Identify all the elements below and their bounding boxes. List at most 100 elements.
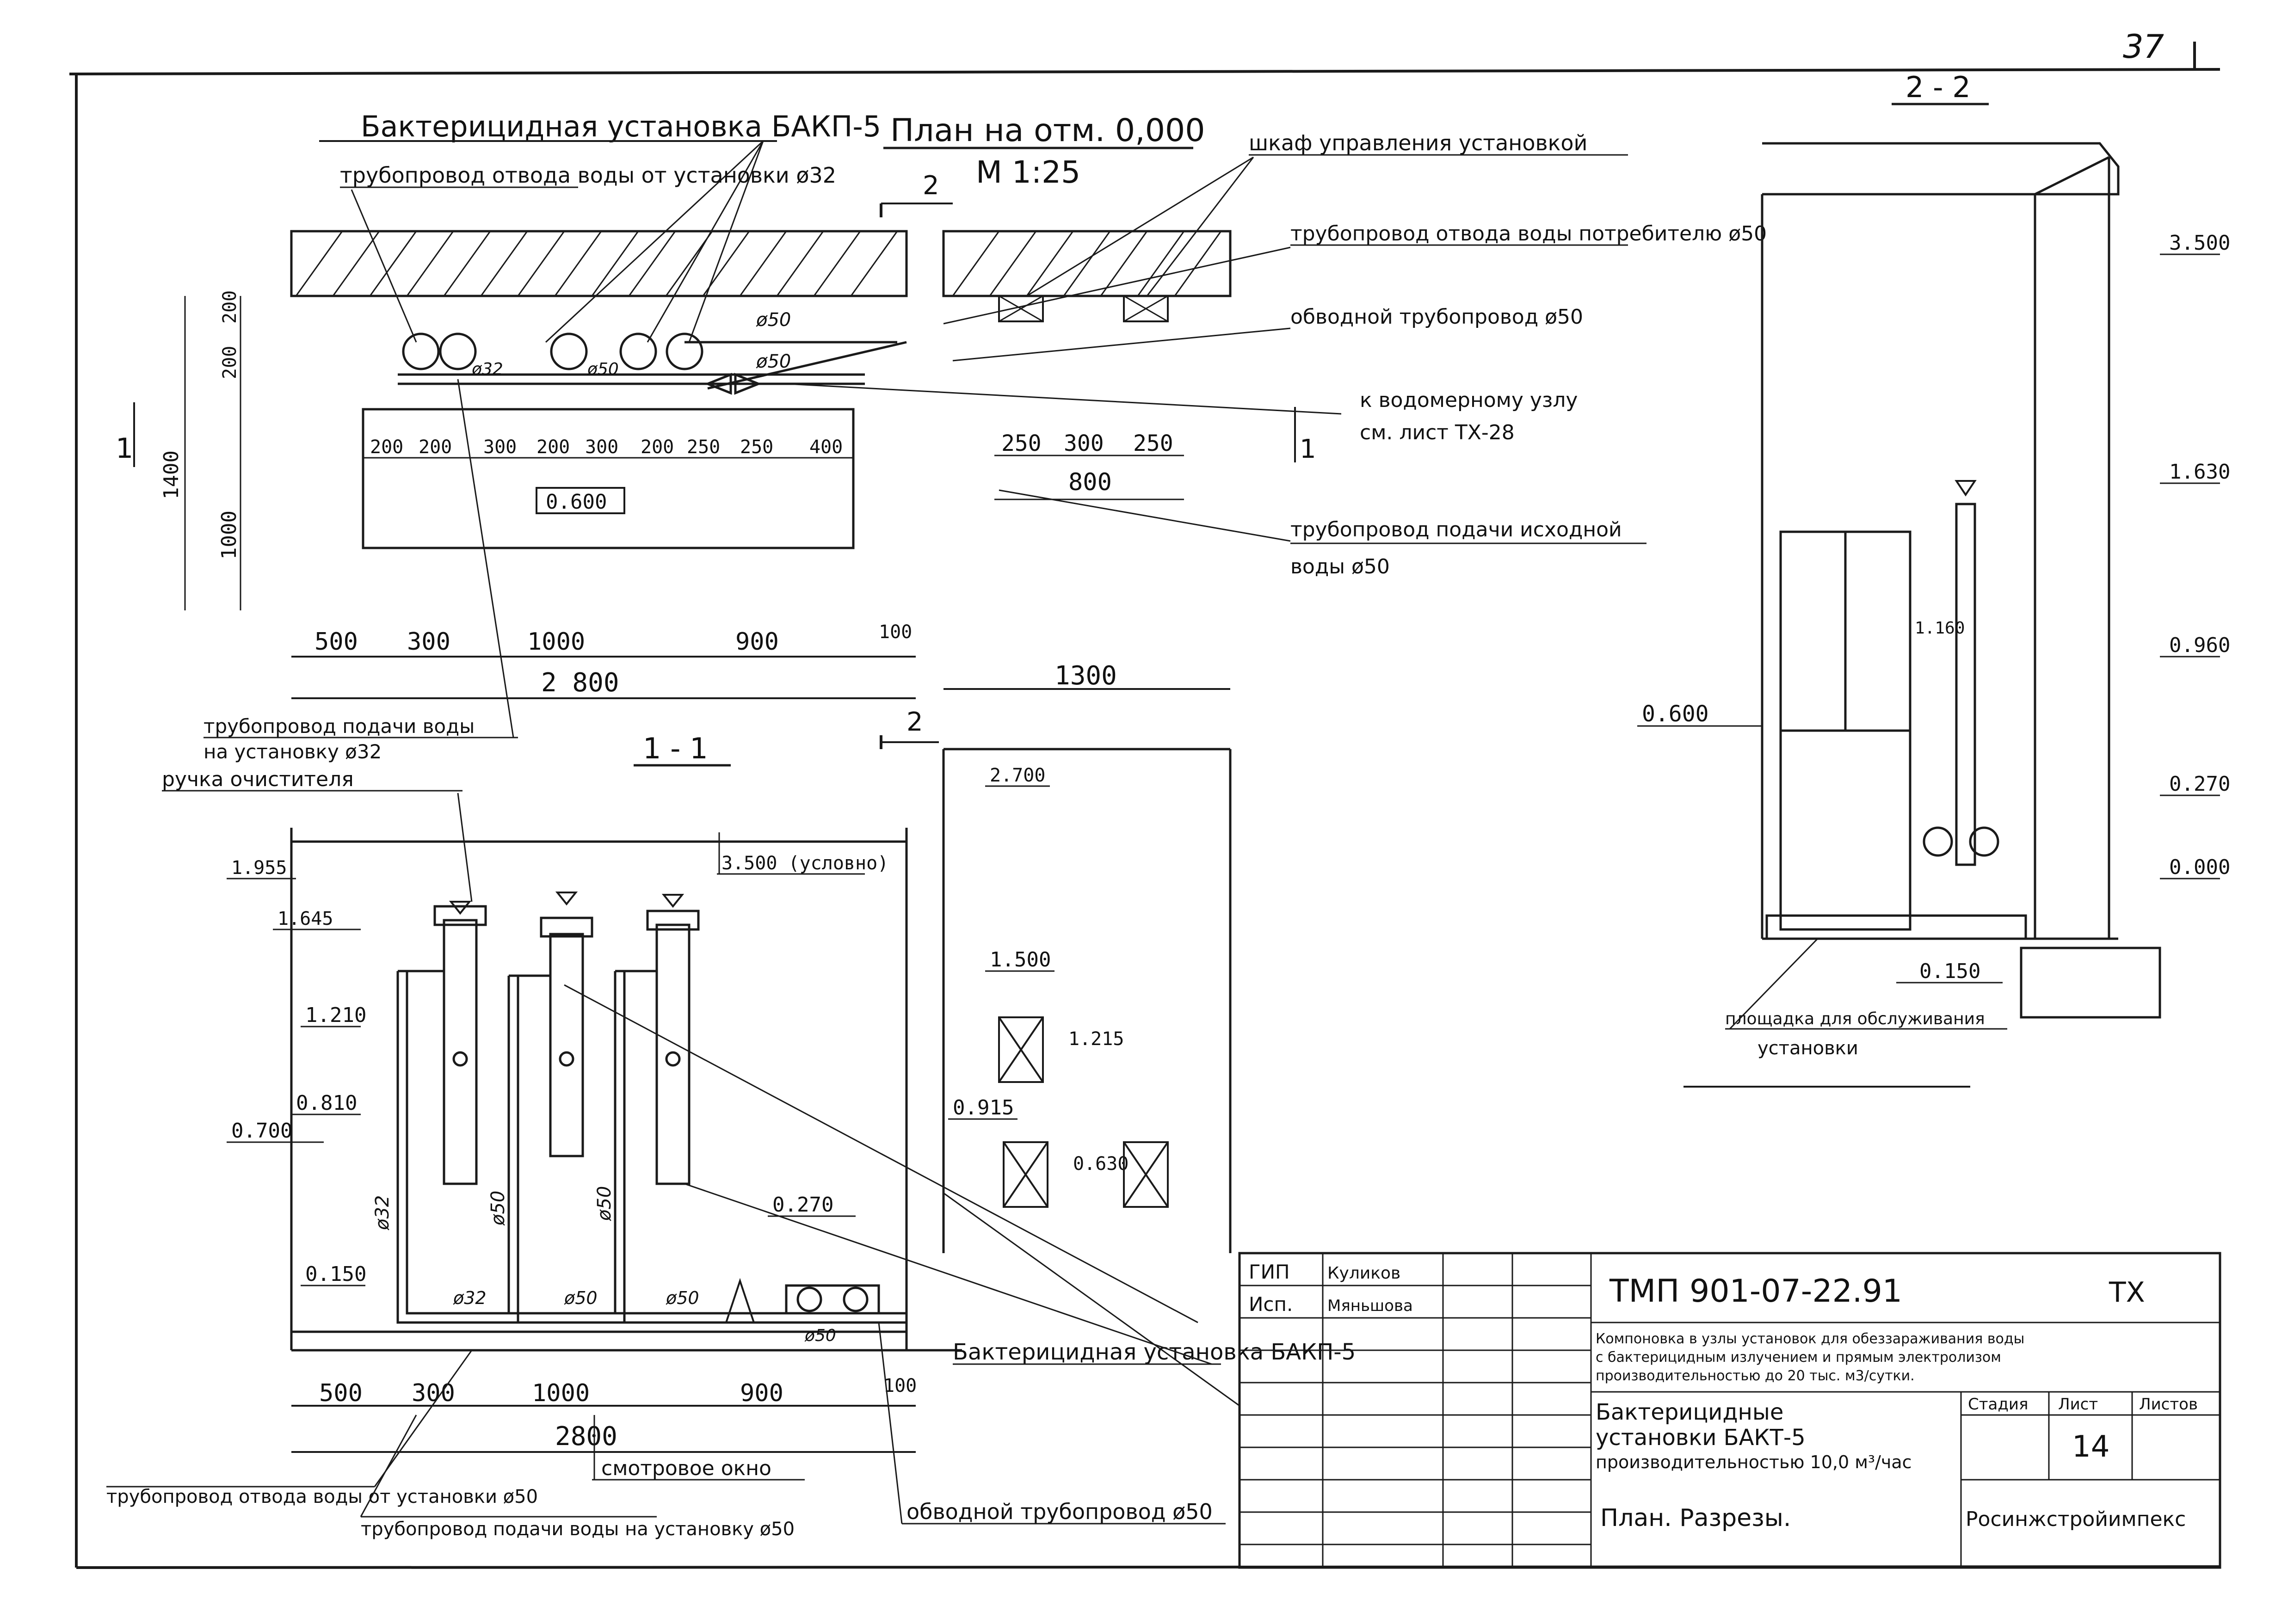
plan-pipe-label: ø50: [587, 360, 619, 379]
cleaner-handle-icon: [1955, 480, 1977, 497]
section-1-1-callout-handle: ручка очистителя: [162, 768, 354, 791]
title-col-sheet: Лист: [2058, 1395, 2098, 1414]
title-description: с бактерицидным излучением и прямым элек…: [1596, 1349, 2001, 1366]
svg-text:100: 100: [883, 1375, 917, 1396]
section-1-1-callout-bypass: обводной трубопровод ø50: [906, 1499, 1213, 1524]
title-object: Бактерицидные: [1596, 1399, 1783, 1425]
section-2-2-frame: [1761, 142, 2161, 1019]
svg-text:900: 900: [740, 1379, 783, 1407]
plan-callout-meter-2: см. лист ТХ-28: [1360, 421, 1515, 444]
title-name: Куликов: [1327, 1264, 1400, 1283]
title-col-sheets: Листов: [2139, 1395, 2198, 1414]
title-role: ГИП: [1249, 1261, 1290, 1283]
svg-text:ø32: ø32: [372, 1195, 393, 1230]
svg-text:0.270: 0.270: [772, 1193, 833, 1217]
plan-callout-drain: трубопровод отвода воды от установки ø32: [340, 163, 836, 188]
plan-callout-meter-1: к водомерному узлу: [1360, 388, 1578, 412]
plan-wall-hatch: [295, 231, 1222, 296]
section-1-1-callout-unit: Бактерицидная установка БАКП-5: [953, 1339, 1356, 1365]
svg-text:1.630: 1.630: [2169, 460, 2230, 484]
svg-text:1000: 1000: [217, 511, 241, 560]
svg-text:200: 200: [219, 290, 240, 324]
title-description: производительностью до 20 тыс. м3/сутки.: [1596, 1368, 1915, 1384]
section-1-1-frame: [290, 748, 1232, 1352]
svg-text:250: 250: [1133, 431, 1173, 456]
title-block: ГИП Исп. Куликов Мяньшова ТМП 901-07-22.…: [1238, 1252, 2221, 1569]
section-1-1-callout-drain: трубопровод отвода воды от установки ø50: [106, 1486, 538, 1507]
section-1-1-units: [396, 905, 906, 1324]
svg-text:1.955: 1.955: [231, 857, 287, 879]
plan-title: План на отм. 0,000: [890, 112, 1205, 149]
section-1-1-level-top: 3.500 (условно): [722, 853, 888, 874]
plan-section-mark-2-top: 2: [923, 171, 939, 201]
section-2-2-callout-platform-1: площадка для обслуживания: [1725, 1009, 1985, 1028]
section-2-2-dim-bottom: 0.150: [1919, 960, 1980, 983]
svg-text:250: 250: [740, 437, 773, 458]
svg-text:200: 200: [219, 346, 240, 379]
plan-pipe-label: ø32: [471, 360, 503, 379]
valve-icon: [725, 1278, 755, 1323]
title-mark: ТХ: [2109, 1276, 2145, 1309]
plan-view: План на отм. 0,000 М 1:25 Бактерицидная …: [116, 110, 1767, 699]
svg-text:0.270: 0.270: [2169, 772, 2230, 796]
svg-text:ø50: ø50: [594, 1186, 615, 1221]
plan-dim-800: 800: [1068, 468, 1112, 496]
svg-text:1.210: 1.210: [305, 1003, 366, 1027]
svg-text:400: 400: [809, 437, 843, 458]
svg-text:300: 300: [483, 437, 517, 458]
svg-text:200: 200: [419, 437, 452, 458]
svg-text:500: 500: [319, 1379, 363, 1407]
svg-text:ø50: ø50: [666, 1288, 699, 1308]
callout-supply-unit-1: трубопровод подачи воды: [204, 715, 475, 738]
cleaner-handle-icon: [449, 901, 472, 915]
svg-text:3.500: 3.500: [2169, 231, 2230, 255]
title-sheet-number: 14: [2072, 1430, 2109, 1464]
title-role: Исп.: [1249, 1293, 1293, 1316]
svg-text:1.500: 1.500: [990, 948, 1051, 972]
control-cabinet: [1123, 295, 1169, 322]
svg-text:100: 100: [879, 621, 912, 643]
svg-text:300: 300: [1064, 431, 1104, 456]
svg-text:0.000: 0.000: [2169, 855, 2230, 879]
section-2-2-title: 2 - 2: [1906, 70, 1971, 104]
title-description: Компоновка в узлы установок для обеззара…: [1596, 1331, 2024, 1347]
section-1-1-cabinets: [998, 1016, 1169, 1208]
svg-text:0.960: 0.960: [2169, 634, 2230, 657]
section-1-1-dims-bottom: 500 300 1000 900 100 2800: [291, 1375, 917, 1453]
plan-scale: М 1:25: [976, 154, 1080, 190]
cleaner-handle-icon: [661, 894, 684, 908]
cleaner-handle-icon: [555, 892, 578, 906]
title-code: ТМП 901-07-22.91: [1609, 1273, 1902, 1310]
plan-callout-supply-2: воды ø50: [1290, 555, 1390, 578]
plan-callout-consumer: трубопровод отвода воды потребителю ø50: [1290, 222, 1767, 246]
svg-text:200: 200: [641, 437, 674, 458]
plan-platform-level: [536, 487, 625, 514]
svg-text:300: 300: [407, 628, 450, 656]
plan-section-mark-1-right: 1: [1300, 434, 1316, 464]
section-1-1-callout-window: смотровое окно: [601, 1457, 771, 1480]
svg-text:200: 200: [370, 437, 403, 458]
svg-text:250: 250: [687, 437, 720, 458]
section-1-1-dim-total: 2800: [555, 1421, 617, 1452]
title-sheet-title: План. Разрезы.: [1600, 1504, 1791, 1532]
plan-dims-bottom: 500 300 1000 900 100 2 800: [291, 621, 916, 699]
svg-text:0.700: 0.700: [231, 1119, 292, 1143]
svg-text:ø50: ø50: [487, 1191, 509, 1226]
svg-text:ø50: ø50: [804, 1326, 836, 1345]
page-number: 37: [2123, 28, 2164, 66]
control-cabinet: [998, 295, 1044, 322]
plan-platform: [362, 408, 855, 549]
section-1-1-title: 1 - 1: [643, 732, 708, 765]
svg-text:200: 200: [536, 437, 570, 458]
section-2-2-level-left: 0.600: [1642, 701, 1709, 727]
section-1-1: 1 - 1 ручка очистителя 3.500 (условно) 1…: [106, 732, 1356, 1540]
section-1-1-levels-right: 2.700 1.500 1.215 0.915 0.630 0.270: [768, 765, 1128, 1217]
plan-callout-cabinet: шкаф управления установкой: [1249, 130, 1587, 155]
svg-text:1.645: 1.645: [278, 908, 333, 929]
svg-text:500: 500: [314, 628, 358, 656]
svg-text:ø50: ø50: [564, 1288, 598, 1308]
plan-platform-level-text: 0.600: [546, 490, 607, 514]
section-1-1-levels-left: 1.955 1.645 1.210 0.810 0.700 0.150: [227, 857, 366, 1286]
plan-section-mark-1-left: 1: [116, 432, 133, 465]
plan-dim-total: 2 800: [541, 668, 619, 698]
